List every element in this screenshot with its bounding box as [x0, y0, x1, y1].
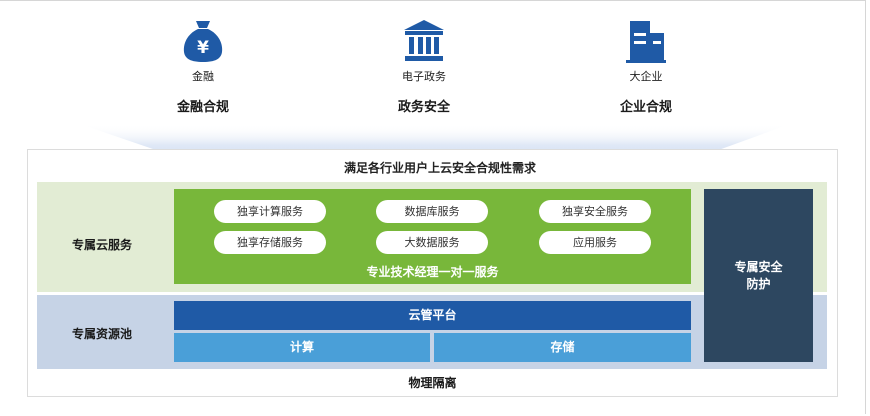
compute-box: 计算 [174, 333, 430, 362]
service-pill: 数据库服务 [376, 200, 488, 223]
service-pill: 独享存储服务 [214, 231, 326, 254]
security-line-1: 专属安全 [734, 259, 783, 274]
industry-caption: 金融 [192, 70, 214, 83]
industry-enterprise: 大企业 企业合规 [586, 18, 706, 116]
requirement-text: 满足各行业用户上云安全合规性需求 [343, 161, 536, 175]
service-pill: 独享安全服务 [539, 200, 651, 223]
industry-finance: ¥ 金融 金融合规 [143, 18, 263, 116]
industry-government: 电子政务 政务安全 [364, 18, 484, 116]
physical-isolation-label: 物理隔离 [408, 376, 457, 390]
industry-title: 企业合规 [619, 100, 672, 115]
security-protection-box: 专属安全 防护 [704, 189, 813, 362]
dedicated-cloud-label: 专属云服务 [71, 238, 132, 252]
service-pill: 应用服务 [539, 231, 651, 254]
industry-caption: 电子政务 [402, 70, 446, 83]
industry-title: 政务安全 [397, 100, 450, 115]
industry-caption: 大企业 [629, 70, 663, 83]
service-pill: 大数据服务 [376, 231, 488, 254]
resource-pool-label: 专属资源池 [71, 327, 132, 341]
cloud-management-platform: 云管平台 [174, 301, 691, 330]
svg-text:¥: ¥ [197, 38, 209, 58]
money-bag-icon: ¥ [183, 21, 223, 62]
service-pill: 独享计算服务 [214, 200, 326, 223]
industry-title: 金融合规 [176, 100, 229, 115]
security-line-2: 防护 [746, 276, 771, 291]
storage-box: 存储 [434, 333, 691, 362]
government-building-icon [404, 20, 444, 61]
services-caption: 专业技术经理一对一服务 [366, 265, 499, 279]
enterprise-building-icon [626, 21, 666, 63]
